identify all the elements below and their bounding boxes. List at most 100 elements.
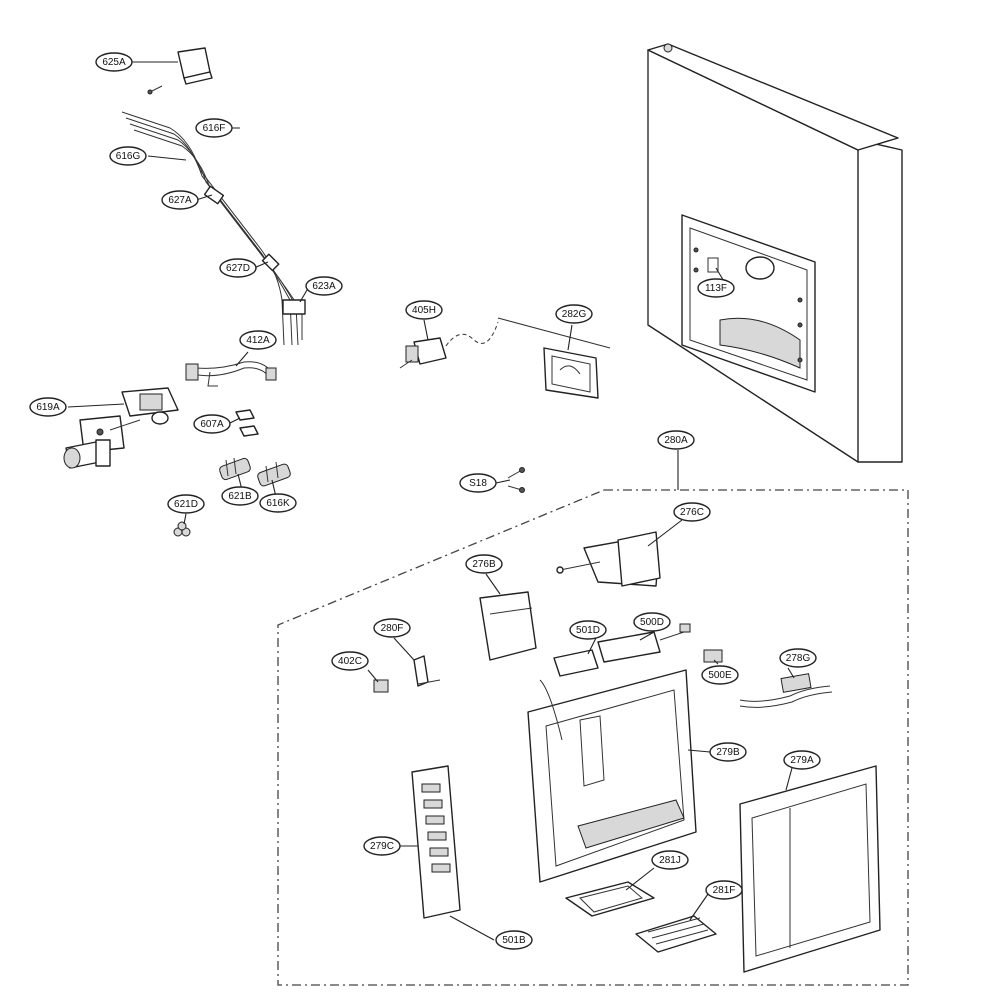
- refrigerator-door: [647, 43, 903, 463]
- part-500e-connector: [703, 649, 723, 663]
- label-text: 276B: [472, 559, 496, 570]
- label-bubble: [569, 620, 607, 640]
- part-281f-grille: [635, 915, 717, 953]
- part-label-616f: 616F: [195, 118, 233, 138]
- part-276b-flap: [479, 591, 537, 661]
- label-bubble: [701, 665, 739, 685]
- part-label-621b: 621B: [221, 486, 259, 506]
- label-text: 501B: [502, 935, 526, 946]
- label-bubble: [195, 118, 233, 138]
- part-621d-connector: [173, 521, 191, 537]
- label-text: 405H: [412, 305, 436, 316]
- part-label-280a: 280A: [657, 430, 695, 450]
- part-276c-bracket: [556, 531, 661, 587]
- label-text: 500D: [640, 617, 664, 628]
- label-text: 621B: [228, 491, 252, 502]
- part-label-276b: 276B: [465, 554, 503, 574]
- part-501d-pcb: [553, 623, 691, 677]
- assembly-280a-boundary: [277, 489, 909, 986]
- part-278g-harness: [739, 673, 833, 708]
- part-281j-drip-tray: [565, 881, 655, 917]
- part-label-625a: 625A: [95, 52, 133, 72]
- label-bubble: [495, 930, 533, 950]
- part-label-412a: 412A: [239, 330, 277, 350]
- part-label-s18: S18: [459, 473, 497, 493]
- label-bubble: [555, 304, 593, 324]
- label-text: 280F: [381, 623, 404, 634]
- label-text: 280A: [664, 435, 688, 446]
- label-bubble: [167, 494, 205, 514]
- label-text: 281F: [713, 885, 736, 896]
- part-label-616k: 616K: [259, 493, 297, 513]
- part-412a-wire-harness: [185, 361, 277, 387]
- part-616-water-tubes: [121, 111, 306, 346]
- part-s18-screws: [507, 467, 525, 493]
- part-label-627d: 627D: [219, 258, 257, 278]
- label-bubble: [239, 330, 277, 350]
- part-label-619a: 619A: [29, 397, 67, 417]
- part-619a-water-valve: [63, 387, 179, 469]
- part-label-405h: 405H: [405, 300, 443, 320]
- label-text: 279C: [370, 841, 394, 852]
- label-bubble: [29, 397, 67, 417]
- label-bubble: [161, 190, 199, 210]
- part-label-402c: 402C: [331, 651, 369, 671]
- part-282g-duct: [497, 317, 611, 399]
- label-bubble: [465, 554, 503, 574]
- label-bubble: [109, 146, 147, 166]
- part-279b-housing: [527, 669, 697, 883]
- label-bubble: [405, 300, 443, 320]
- label-text: 279B: [716, 747, 740, 758]
- label-text: 616K: [266, 498, 290, 509]
- label-text: 623A: [312, 281, 336, 292]
- label-bubble: [259, 493, 297, 513]
- part-label-627a: 627A: [161, 190, 199, 210]
- label-text: 627D: [226, 263, 250, 274]
- label-text: 278G: [786, 653, 811, 664]
- label-bubble: [783, 750, 821, 770]
- label-bubble: [331, 651, 369, 671]
- label-text: 625A: [102, 57, 126, 68]
- part-label-279a: 279A: [783, 750, 821, 770]
- part-label-282g: 282G: [555, 304, 593, 324]
- label-text: 402C: [338, 656, 362, 667]
- label-bubble: [709, 742, 747, 762]
- label-bubble: [363, 836, 401, 856]
- label-text: 281J: [659, 855, 681, 866]
- part-label-276c: 276C: [673, 502, 711, 522]
- part-280f-lever: [413, 655, 441, 687]
- part-402c-switch: [373, 679, 389, 693]
- part-labels: 625A616F616G627A627D623A412A619A607A621B…: [29, 52, 821, 950]
- label-text: 276C: [680, 507, 704, 518]
- part-label-501d: 501D: [569, 620, 607, 640]
- label-bubble: [305, 276, 343, 296]
- label-bubble: [373, 618, 411, 638]
- part-label-623a: 623A: [305, 276, 343, 296]
- part-label-501b: 501B: [495, 930, 533, 950]
- part-616k-fitting: [257, 461, 291, 487]
- label-bubble: [705, 880, 743, 900]
- part-607a-clips: [235, 409, 259, 437]
- part-label-281j: 281J: [651, 850, 689, 870]
- label-bubble: [633, 612, 671, 632]
- part-label-279c: 279C: [363, 836, 401, 856]
- part-label-113f: 113F: [697, 278, 735, 298]
- label-text: 621D: [174, 499, 198, 510]
- part-label-278g: 278G: [779, 648, 817, 668]
- part-label-280f: 280F: [373, 618, 411, 638]
- part-label-500e: 500E: [701, 665, 739, 685]
- label-bubble: [657, 430, 695, 450]
- label-bubble: [779, 648, 817, 668]
- part-279a-front-panel: [739, 765, 881, 973]
- part-625a-cover: [147, 47, 213, 95]
- label-text: 282G: [562, 309, 587, 320]
- part-label-281f: 281F: [705, 880, 743, 900]
- label-text: S18: [469, 478, 487, 489]
- label-bubble: [459, 473, 497, 493]
- label-text: 412A: [246, 335, 270, 346]
- label-bubble: [651, 850, 689, 870]
- part-405h-solenoid: [399, 321, 499, 369]
- label-bubble: [193, 414, 231, 434]
- label-text: 619A: [36, 402, 60, 413]
